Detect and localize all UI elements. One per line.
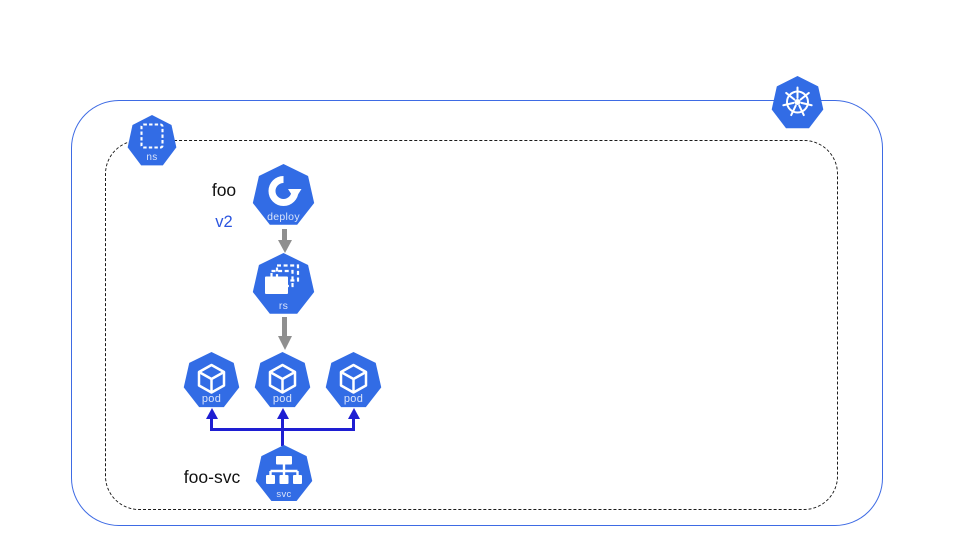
namespace-badge: ns xyxy=(127,115,177,166)
service-badge-label: svc xyxy=(276,488,292,500)
replicaset-stacked-rects-icon xyxy=(265,264,300,294)
deploy-to-rs-arrow-head xyxy=(277,240,292,253)
pod-node-1: pod xyxy=(183,352,240,408)
service-topology-icon xyxy=(266,456,302,484)
helm-wheel-glyph xyxy=(782,86,813,117)
pod-cube-icon xyxy=(339,363,368,394)
service-link-arrowhead-left xyxy=(205,408,218,419)
pod-badge-label: pod xyxy=(201,393,222,405)
pod-badge-label: pod xyxy=(343,393,364,405)
deployment-node: deploy xyxy=(252,164,315,225)
service-link-arrowhead-center xyxy=(276,408,289,419)
namespace-dashed-square-icon xyxy=(140,123,164,149)
pod-node-3: pod xyxy=(325,352,382,408)
service-name-label: foo-svc xyxy=(183,467,241,487)
replicaset-badge-label: rs xyxy=(278,299,289,312)
service-link-stub-center xyxy=(281,418,284,429)
service-node: svc xyxy=(255,445,313,502)
pod-cube-icon xyxy=(268,363,297,394)
deployment-badge-label: deploy xyxy=(267,210,300,223)
kubernetes-helm-wheel-icon xyxy=(771,76,824,129)
pod-cube-icon xyxy=(197,363,226,394)
replicaset-node: rs xyxy=(252,253,315,314)
service-link-stub-left xyxy=(210,418,213,429)
namespace-badge-label: ns xyxy=(146,152,158,163)
pod-node-2: pod xyxy=(254,352,311,408)
service-link-arrowhead-right xyxy=(347,408,360,419)
deploy-to-rs-arrow-shaft xyxy=(281,229,287,241)
namespace-boundary xyxy=(105,140,838,510)
cluster-boundary xyxy=(71,100,883,526)
service-link-main-line xyxy=(280,428,285,446)
service-link-stub-right xyxy=(352,418,355,429)
deployment-name-label: foo xyxy=(211,180,237,200)
pod-badge-label: pod xyxy=(272,393,293,405)
rs-to-pods-arrow-head xyxy=(277,336,292,350)
deployment-version-label: v2 xyxy=(215,213,233,231)
deploy-rollout-arrow-icon xyxy=(268,176,302,206)
rs-to-pods-arrow-shaft xyxy=(281,317,287,336)
